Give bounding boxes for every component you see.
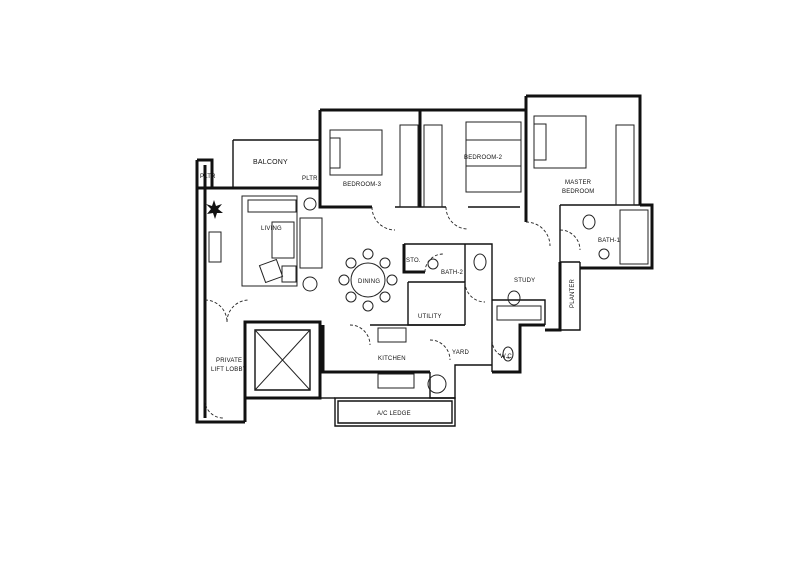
label-pltr-right: PLTR xyxy=(302,176,318,182)
label-lobby-line1: PRIVATE xyxy=(216,358,242,364)
label-pltr-left: PLTR xyxy=(200,174,216,180)
label-master-line1: MASTER xyxy=(565,180,592,186)
label-bedroom-2: BEDROOM-2 xyxy=(464,155,503,161)
label-yard: YARD xyxy=(452,350,469,356)
label-kitchen: KITCHEN xyxy=(378,356,406,362)
label-ac-ledge: A/C LEDGE xyxy=(377,411,411,417)
label-planter: PLANTER xyxy=(570,278,576,308)
label-sto: STO. xyxy=(406,258,421,264)
furniture xyxy=(208,115,649,394)
label-bath-1: BATH-1 xyxy=(598,238,621,244)
label-living: LIVING xyxy=(261,226,282,232)
label-bath-2: BATH-2 xyxy=(441,270,464,276)
label-dining: DINING xyxy=(358,279,380,285)
label-master-line2: BEDROOM xyxy=(562,189,594,195)
label-balcony: BALCONY xyxy=(253,159,288,166)
label-study: STUDY xyxy=(514,278,535,284)
doors xyxy=(204,206,581,419)
plant-icon xyxy=(206,200,223,219)
label-lobby-line2: LIFT LOBBY xyxy=(211,367,247,373)
label-wc: W.C xyxy=(500,354,512,360)
label-bedroom-3: BEDROOM-3 xyxy=(343,182,382,188)
room-labels: BALCONY PLTR PLTR BEDROOM-3 BEDROOM-2 MA… xyxy=(200,155,621,417)
label-utility: UTILITY xyxy=(418,314,442,320)
